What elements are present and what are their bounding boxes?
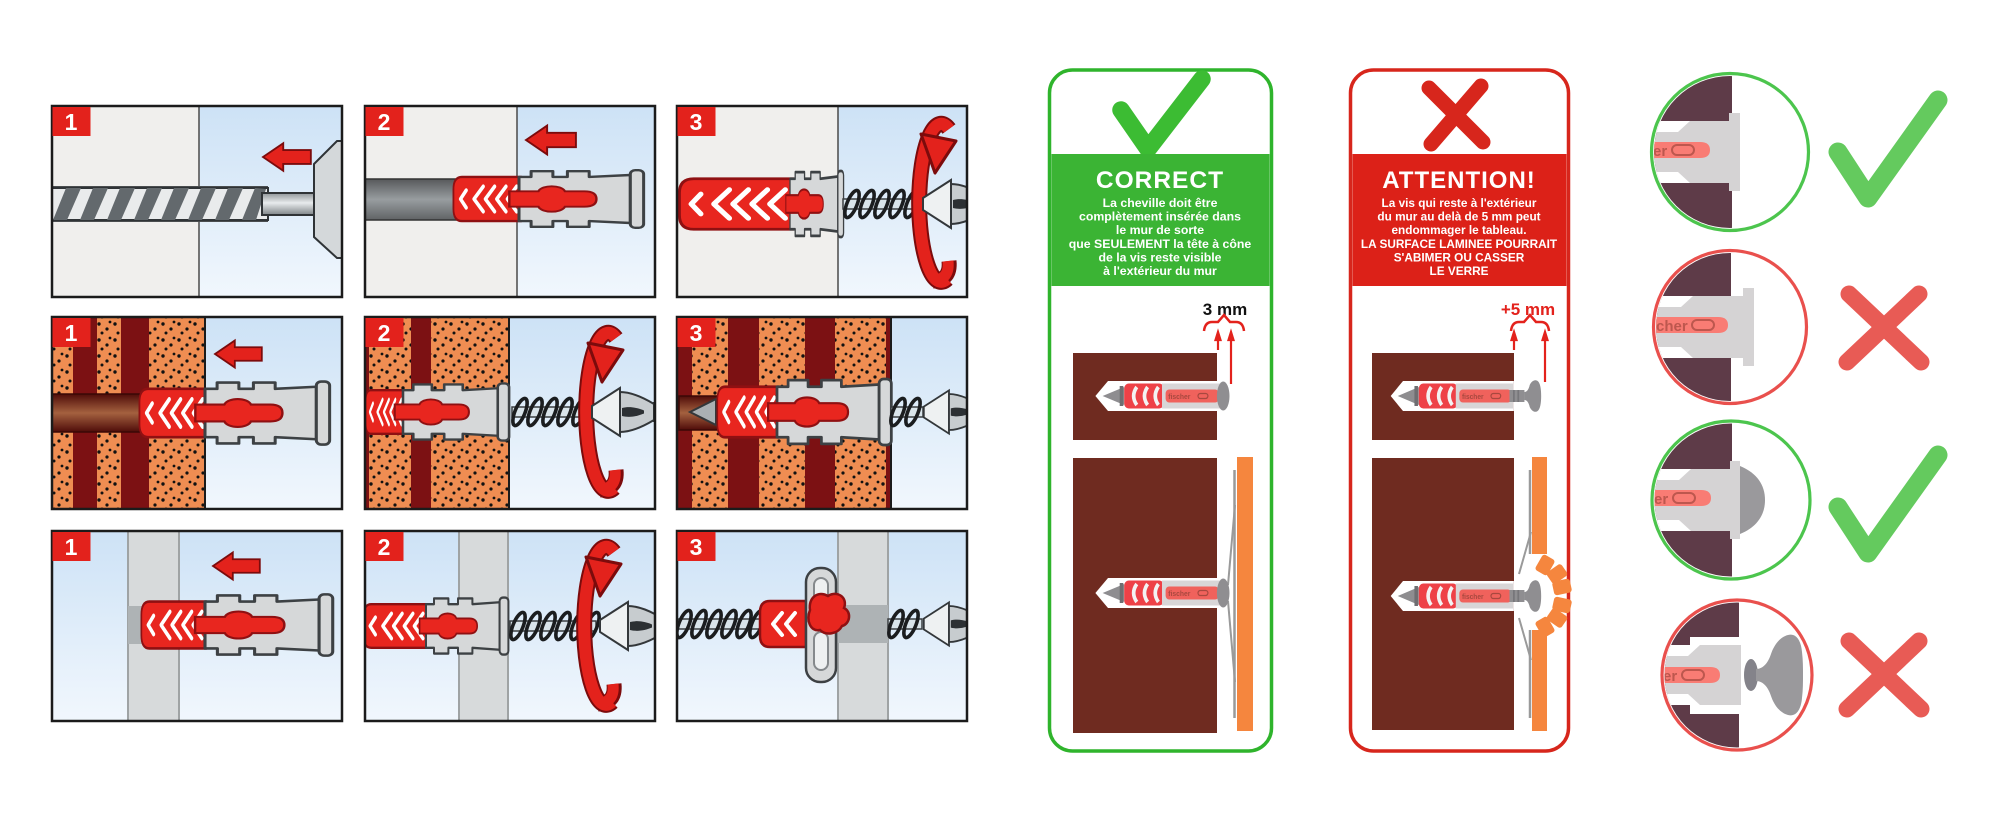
svg-text:ATTENTION!: ATTENTION!	[1382, 167, 1536, 194]
svg-text:+5 mm: +5 mm	[1501, 300, 1555, 319]
svg-text:1: 1	[65, 109, 78, 135]
svg-text:3: 3	[690, 109, 703, 135]
svg-text:complètement insérée dans: complètement insérée dans	[1079, 210, 1241, 224]
svg-text:de la vis reste visible: de la vis reste visible	[1098, 250, 1221, 264]
svg-text:er: er	[1663, 668, 1677, 685]
svg-text:2: 2	[378, 320, 391, 346]
svg-text:que SEULEMENT la tête à cône: que SEULEMENT la tête à cône	[1069, 237, 1252, 251]
svg-text:à l'extérieur du mur: à l'extérieur du mur	[1103, 264, 1217, 278]
svg-text:3 mm: 3 mm	[1203, 300, 1247, 319]
svg-text:2: 2	[378, 534, 391, 560]
svg-text:er: er	[1654, 491, 1668, 508]
svg-text:CORRECT: CORRECT	[1096, 167, 1224, 194]
svg-text:S'ABIMER OU CASSER: S'ABIMER OU CASSER	[1394, 250, 1525, 264]
svg-text:le mur de sorte: le mur de sorte	[1116, 223, 1204, 237]
svg-text:du mur au delà de 5 mm peut: du mur au delà de 5 mm peut	[1377, 210, 1540, 224]
svg-text:er: er	[1653, 143, 1667, 160]
svg-text:1: 1	[65, 534, 78, 560]
svg-text:LA SURFACE LAMINEE POURRAIT: LA SURFACE LAMINEE POURRAIT	[1361, 237, 1558, 251]
svg-text:La vis qui reste à l'extérieur: La vis qui reste à l'extérieur	[1382, 196, 1537, 210]
svg-text:La cheville doit être: La cheville doit être	[1103, 196, 1218, 210]
svg-text:LE VERRE: LE VERRE	[1430, 264, 1489, 278]
svg-text:3: 3	[690, 534, 703, 560]
svg-text:cher: cher	[1656, 318, 1688, 335]
svg-text:2: 2	[378, 109, 391, 135]
svg-text:3: 3	[690, 320, 703, 346]
svg-text:endommager le tableau.: endommager le tableau.	[1391, 223, 1526, 237]
svg-text:1: 1	[65, 320, 78, 346]
